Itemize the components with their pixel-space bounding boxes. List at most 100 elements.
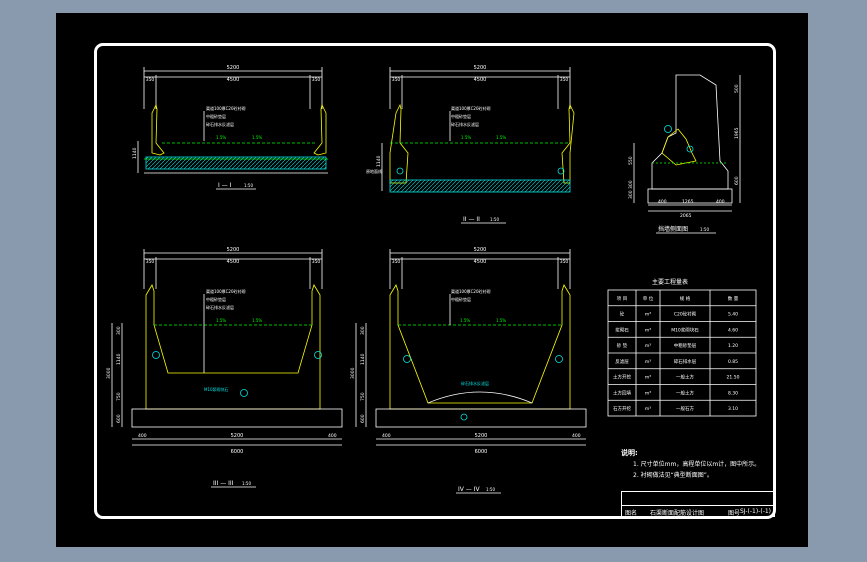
table-cell: m³: [645, 327, 651, 333]
table-cell: 浆砌石: [615, 326, 629, 333]
table-cell: m³: [645, 312, 651, 318]
svg-text:3000: 3000: [106, 367, 112, 379]
annotation: 中粗砂垫层: [206, 113, 226, 119]
svg-text:2065: 2065: [680, 213, 692, 219]
table-cell: 0.85: [728, 359, 738, 365]
svg-text:1140: 1140: [376, 155, 382, 167]
section-3: 5200 4500 350 350 3000 300 1140 750 600 …: [106, 247, 343, 488]
svg-text:300: 300: [116, 326, 122, 335]
svg-text:4500: 4500: [474, 77, 487, 83]
table-cell: M10浆砌块石: [671, 326, 699, 333]
view-scale: 1:50: [486, 487, 495, 492]
svg-text:1140: 1140: [116, 353, 122, 365]
table-cell: 碎石排水层: [674, 358, 697, 365]
svg-text:中粗砂垫层: 中粗砂垫层: [206, 296, 226, 302]
table-header-cell: 项 目: [617, 296, 627, 302]
annotation: 碎石排水反滤层: [206, 121, 234, 127]
table-cell: 砼: [620, 311, 625, 318]
svg-text:1.5%: 1.5%: [496, 318, 506, 323]
table-cell: 3.10: [728, 406, 738, 412]
svg-text:3000: 3000: [350, 367, 356, 379]
svg-text:400: 400: [716, 199, 725, 205]
view-title: III — III: [213, 480, 234, 487]
section-4: 5200 4500 350 350 3000 300 1140 750 600 …: [350, 247, 587, 494]
svg-text:350: 350: [392, 259, 401, 265]
svg-text:6000: 6000: [475, 449, 488, 455]
view-scale: 1:50: [244, 183, 253, 188]
dim-total: 5200: [227, 65, 240, 71]
right-wall: [313, 103, 327, 156]
svg-text:碎石排水反滤层: 碎石排水反滤层: [206, 304, 234, 310]
table-cell: 中粗砂垫层: [674, 342, 697, 349]
table-cell: m³: [645, 406, 651, 412]
svg-text:碎石排水反滤层: 碎石排水反滤层: [451, 121, 479, 127]
svg-text:M10浆砌块石: M10浆砌块石: [204, 386, 229, 392]
table-header-cell: 数 量: [728, 295, 739, 302]
table-cell: 一般石方: [676, 405, 694, 412]
svg-text:300 300: 300 300: [628, 180, 634, 199]
svg-text:1.5%: 1.5%: [461, 135, 471, 140]
drawing-no-label: 图号: [728, 510, 741, 517]
svg-text:350: 350: [146, 259, 155, 265]
svg-text:350: 350: [312, 259, 321, 265]
table-cell: 一般土方: [676, 389, 694, 396]
svg-text:400: 400: [382, 433, 391, 439]
svg-text:1140: 1140: [360, 353, 366, 365]
notes-line: 1. 尺寸单位mm，高程单位以m计，图中所示。: [633, 461, 761, 468]
svg-text:400: 400: [138, 433, 147, 439]
svg-text:600: 600: [734, 176, 740, 185]
drawing-no: SJ-(-1)-(-1): [740, 508, 772, 515]
table-cell: 砂 垫: [617, 342, 628, 349]
svg-text:渠道100厚C20砼衬砌: 渠道100厚C20砼衬砌: [451, 105, 491, 111]
table-cell: m³: [645, 343, 651, 349]
svg-text:1.5%: 1.5%: [460, 318, 470, 323]
drawing-sheet: 5200 4500 350 350 1140 渠道100厚C20砼衬砌 中粗砂垫…: [56, 13, 808, 547]
table-cell: 石方开挖: [613, 405, 631, 412]
svg-text:1265: 1265: [682, 199, 694, 205]
svg-text:350: 350: [560, 77, 569, 83]
view-scale: 1:50: [700, 227, 709, 232]
svg-text:碎石排水反滤层: 碎石排水反滤层: [461, 380, 489, 386]
section-2: 5200 4500 350 350 1140 渠道100厚C20砼衬砌 中粗砂垫…: [366, 65, 575, 224]
annotation: 渠道100厚C20砼衬砌: [206, 105, 246, 111]
svg-text:1.5%: 1.5%: [252, 318, 262, 323]
svg-text:中粗砂垫层: 中粗砂垫层: [451, 296, 471, 302]
slope-label: 1.5%: [216, 135, 226, 140]
svg-text:550: 550: [628, 156, 634, 165]
dim-side-height: 1140: [132, 147, 138, 159]
svg-text:5200: 5200: [474, 65, 487, 71]
slope-label: 1.5%: [252, 135, 262, 140]
svg-text:渠道100厚C20砼衬砌: 渠道100厚C20砼衬砌: [451, 288, 491, 294]
svg-text:中粗砂垫层: 中粗砂垫层: [451, 113, 471, 119]
cad-drawing: 5200 4500 350 350 1140 渠道100厚C20砼衬砌 中粗砂垫…: [106, 65, 757, 494]
table-cell: 土方回填: [613, 389, 631, 396]
dim-side: 350: [146, 77, 155, 83]
annotation: 原地面线: [366, 168, 382, 174]
svg-text:1.5%: 1.5%: [216, 318, 226, 323]
table-cell: 8.30: [728, 390, 738, 396]
table-cell: 一般土方: [676, 374, 694, 381]
title-label: 图名: [625, 510, 638, 517]
table-cell: C20砼衬砌: [674, 311, 697, 318]
table-cell: m³: [645, 390, 651, 396]
view-title: I — I: [218, 182, 232, 189]
title-block-row: 图名 石渠断面配筋设计图 图号 SJ-(-1)-(-1): [622, 505, 774, 518]
svg-text:500: 500: [734, 84, 740, 93]
svg-text:400: 400: [572, 433, 581, 439]
svg-text:1965: 1965: [734, 127, 740, 139]
svg-text:600: 600: [360, 414, 366, 423]
table-header-cell: 规 格: [680, 295, 691, 302]
left-wall: [151, 103, 165, 156]
svg-text:300: 300: [360, 326, 366, 335]
svg-text:4500: 4500: [227, 259, 240, 265]
table-cell: m³: [645, 359, 651, 365]
notes-line: 2. 衬砌做法见“典型断面图”。: [633, 472, 713, 479]
svg-text:600: 600: [116, 414, 122, 423]
svg-text:5200: 5200: [227, 247, 240, 253]
svg-text:1.5%: 1.5%: [496, 135, 506, 140]
table-cell: 21.50: [727, 375, 740, 381]
table-title: 主要工程量表: [652, 278, 688, 286]
svg-text:5200: 5200: [474, 247, 487, 253]
svg-text:350: 350: [392, 77, 401, 83]
